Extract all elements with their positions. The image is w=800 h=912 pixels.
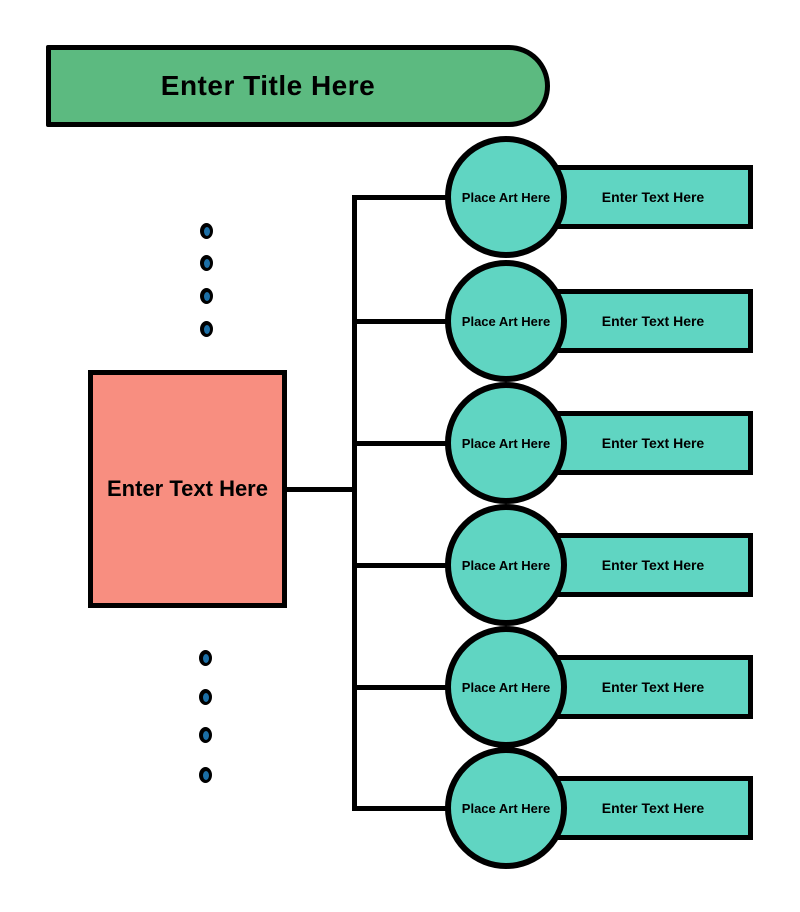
ellipsis-dot-center <box>202 730 209 740</box>
ellipsis-dot-center <box>202 692 209 702</box>
branch-connector-line <box>354 685 454 690</box>
art-placeholder-circle[interactable]: Place Art Here <box>445 136 567 258</box>
art-placeholder-label: Place Art Here <box>461 435 551 451</box>
art-placeholder-circle[interactable]: Place Art Here <box>445 747 567 869</box>
art-placeholder-circle[interactable]: Place Art Here <box>445 626 567 748</box>
ellipsis-dot <box>200 288 213 304</box>
art-placeholder-label: Place Art Here <box>461 313 551 329</box>
title-banner[interactable]: Enter Title Here <box>46 45 550 127</box>
center-connector-line <box>285 487 355 492</box>
branch-text-box[interactable]: Enter Text Here <box>527 655 753 719</box>
art-placeholder-circle[interactable]: Place Art Here <box>445 382 567 504</box>
branch-text-box-label: Enter Text Here <box>601 679 705 695</box>
ellipsis-dot <box>199 650 212 666</box>
ellipsis-dot-center <box>203 324 210 334</box>
branch-connector-line <box>354 319 454 324</box>
branch-text-box-label: Enter Text Here <box>601 557 705 573</box>
branch-text-box-label: Enter Text Here <box>601 435 705 451</box>
art-placeholder-label: Place Art Here <box>461 189 551 205</box>
ellipsis-dot <box>199 689 212 705</box>
branch-text-box-label: Enter Text Here <box>601 313 705 329</box>
art-placeholder-circle[interactable]: Place Art Here <box>445 260 567 382</box>
branch-connector-line <box>354 563 454 568</box>
art-placeholder-circle[interactable]: Place Art Here <box>445 504 567 626</box>
ellipsis-dot <box>199 767 212 783</box>
art-placeholder-label: Place Art Here <box>461 557 551 573</box>
title-banner-label: Enter Title Here <box>160 70 376 101</box>
center-text-box[interactable]: Enter Text Here <box>88 370 287 608</box>
art-placeholder-label: Place Art Here <box>461 800 551 816</box>
branch-text-box-label: Enter Text Here <box>601 189 705 205</box>
ellipsis-dot-center <box>203 258 210 268</box>
branch-text-box[interactable]: Enter Text Here <box>527 411 753 475</box>
ellipsis-dot <box>200 223 213 239</box>
branch-text-box-label: Enter Text Here <box>601 800 705 816</box>
ellipsis-dot-center <box>202 653 209 663</box>
branch-connector-line <box>354 806 454 811</box>
ellipsis-dot-center <box>202 770 209 780</box>
ellipsis-dot <box>200 255 213 271</box>
branch-connector-line <box>354 441 454 446</box>
trunk-line <box>352 195 357 811</box>
center-text-box-label: Enter Text Here <box>107 476 268 501</box>
art-placeholder-label: Place Art Here <box>461 679 551 695</box>
branch-connector-line <box>354 195 454 200</box>
ellipsis-dot <box>200 321 213 337</box>
ellipsis-dot <box>199 727 212 743</box>
branch-text-box[interactable]: Enter Text Here <box>527 776 753 840</box>
ellipsis-dot-center <box>203 291 210 301</box>
ellipsis-dot-center <box>203 226 210 236</box>
